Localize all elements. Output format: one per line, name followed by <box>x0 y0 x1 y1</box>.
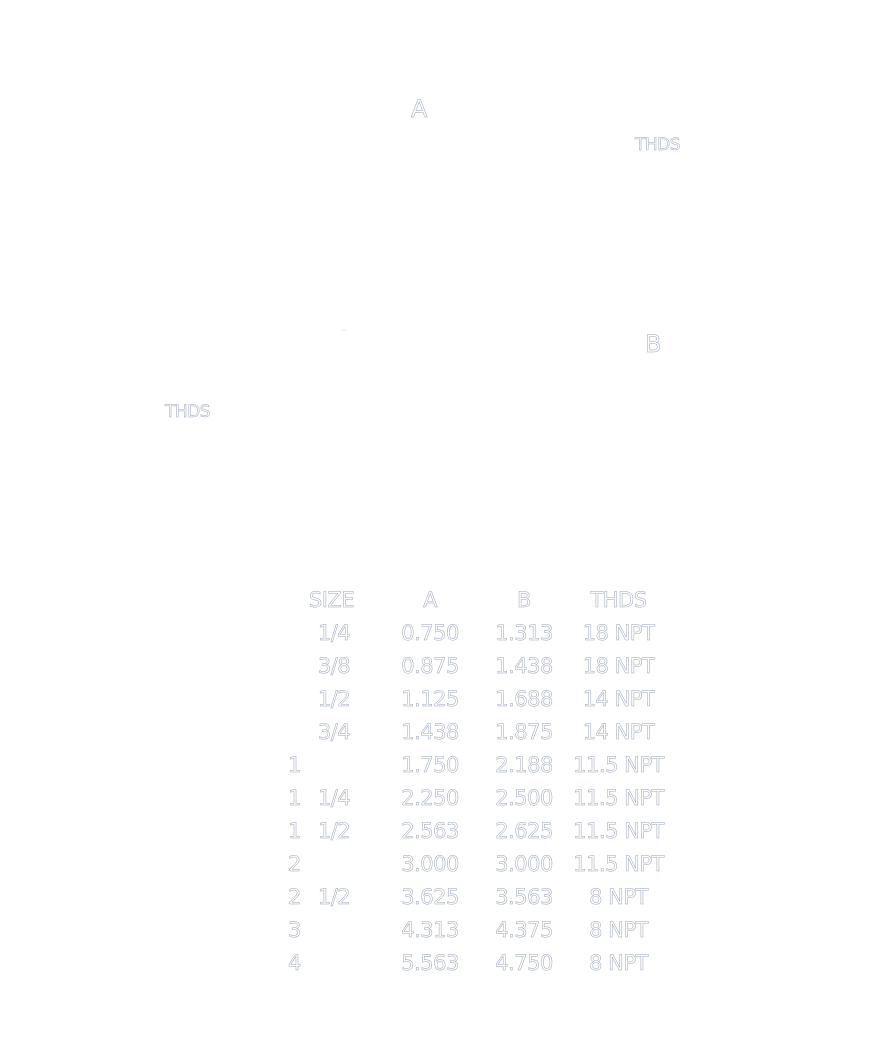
table-row: 3/4 1.438 1.875 14 NPT <box>280 715 666 748</box>
size-value: 1 1/2 <box>288 818 358 843</box>
cell-a: 5.563 <box>401 950 460 975</box>
table-header-row: SIZE A B THDS <box>280 583 666 616</box>
size-value: 4 <box>288 950 358 975</box>
table-row: 1 1/4 2.250 2.500 11.5 NPT <box>280 781 666 814</box>
table-row: 2 3.000 3.000 11.5 NPT <box>280 847 666 880</box>
size-fraction: 1/4 <box>317 620 351 645</box>
cell-thds: 18 NPT <box>582 653 655 678</box>
cell-thds: 11.5 NPT <box>573 752 665 777</box>
cell-size: 4 <box>280 946 383 979</box>
size-value: 3/4 <box>288 719 358 744</box>
header-size: SIZE <box>308 587 355 612</box>
size-whole: 2 <box>288 884 302 909</box>
cell-a: 2.563 <box>401 818 460 843</box>
size-value: 3 <box>288 917 358 942</box>
table-row: 1 1/2 2.563 2.625 11.5 NPT <box>280 814 666 847</box>
size-fraction: 1/2 <box>317 884 351 909</box>
cell-a: 1.438 <box>401 719 460 744</box>
cell-b: 1.313 <box>495 620 554 645</box>
cell-thds: 8 NPT <box>589 884 649 909</box>
cell-thds: 14 NPT <box>582 719 655 744</box>
cell-a: 0.750 <box>401 620 460 645</box>
drawing-mark <box>342 329 346 331</box>
size-value: 1/2 <box>288 686 358 711</box>
cell-thds: 8 NPT <box>589 950 649 975</box>
cell-b: 2.625 <box>495 818 554 843</box>
size-value: 3/8 <box>288 653 358 678</box>
cell-size: 2 1/2 <box>280 880 383 913</box>
cell-size: 1 1/2 <box>280 814 383 847</box>
cell-size: 1/4 <box>280 616 383 649</box>
cell-thds: 8 NPT <box>589 917 649 942</box>
table-row: 3 4.313 4.375 8 NPT <box>280 913 666 946</box>
table-row: 1 1.750 2.188 11.5 NPT <box>280 748 666 781</box>
table-row: 3/8 0.875 1.438 18 NPT <box>280 649 666 682</box>
size-fraction: 3/8 <box>317 653 351 678</box>
cell-b: 2.188 <box>495 752 554 777</box>
size-value: 1 1/4 <box>288 785 358 810</box>
size-fraction: 1/2 <box>317 686 351 711</box>
cell-b: 1.875 <box>495 719 554 744</box>
cell-a: 4.313 <box>401 917 460 942</box>
header-a: A <box>423 587 438 612</box>
cell-b: 3.563 <box>495 884 554 909</box>
dimension-label-a: A <box>411 95 428 123</box>
cell-a: 3.000 <box>401 851 460 876</box>
table-row: 1/2 1.125 1.688 14 NPT <box>280 682 666 715</box>
cell-thds: 18 NPT <box>582 620 655 645</box>
cell-b: 3.000 <box>495 851 554 876</box>
cell-size: 1/2 <box>280 682 383 715</box>
size-whole: 3 <box>288 917 302 942</box>
cell-a: 2.250 <box>401 785 460 810</box>
cell-b: 1.438 <box>495 653 554 678</box>
cell-thds: 11.5 NPT <box>573 851 665 876</box>
size-value: 2 1/2 <box>288 884 358 909</box>
cell-b: 2.500 <box>495 785 554 810</box>
thread-label-left: THDS <box>165 402 211 422</box>
dimension-label-b: B <box>645 330 662 358</box>
cell-thds: 11.5 NPT <box>573 818 665 843</box>
cell-a: 3.625 <box>401 884 460 909</box>
cell-b: 4.750 <box>495 950 554 975</box>
cell-size: 3/8 <box>280 649 383 682</box>
header-b: B <box>517 587 532 612</box>
cell-thds: 14 NPT <box>582 686 655 711</box>
cell-thds: 11.5 NPT <box>573 785 665 810</box>
size-whole: 4 <box>288 950 302 975</box>
cell-size: 3/4 <box>280 715 383 748</box>
cell-size: 1 1/4 <box>280 781 383 814</box>
size-fraction: 1/4 <box>317 785 351 810</box>
size-fraction: 3/4 <box>317 719 351 744</box>
cell-size: 2 <box>280 847 383 880</box>
cell-a: 1.750 <box>401 752 460 777</box>
thread-label-top: THDS <box>635 135 681 155</box>
cell-a: 0.875 <box>401 653 460 678</box>
cell-b: 4.375 <box>495 917 554 942</box>
cell-size: 1 <box>280 748 383 781</box>
size-whole: 1 <box>288 818 302 843</box>
table-row: 4 5.563 4.750 8 NPT <box>280 946 666 979</box>
size-whole: 1 <box>288 785 302 810</box>
cell-b: 1.688 <box>495 686 554 711</box>
size-whole: 2 <box>288 851 302 876</box>
cell-a: 1.125 <box>401 686 460 711</box>
size-whole: 1 <box>288 752 302 777</box>
size-value: 1 <box>288 752 358 777</box>
table-row: 2 1/2 3.625 3.563 8 NPT <box>280 880 666 913</box>
size-fraction: 1/2 <box>317 818 351 843</box>
size-value: 2 <box>288 851 358 876</box>
size-value: 1/4 <box>288 620 358 645</box>
header-thds: THDS <box>590 587 647 612</box>
table-row: 1/4 0.750 1.313 18 NPT <box>280 616 666 649</box>
cell-size: 3 <box>280 913 383 946</box>
